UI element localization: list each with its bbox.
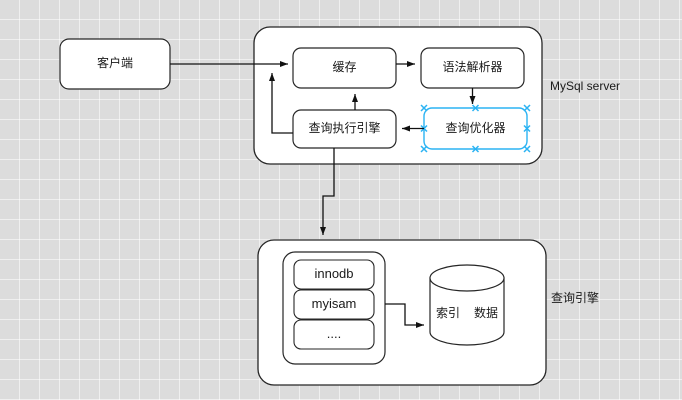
handle-n-icon — [471, 104, 480, 112]
handle-se-icon — [523, 145, 531, 153]
node-optimizer[interactable] — [423, 107, 528, 150]
node-client[interactable] — [59, 38, 171, 90]
handle-e-icon — [523, 124, 531, 133]
node-engine-innodb[interactable] — [293, 259, 375, 290]
handle-s-icon — [471, 145, 480, 153]
edge-executor-to-query-engine — [320, 148, 335, 235]
node-storage-cylinder[interactable] — [429, 264, 505, 346]
node-engine-more[interactable] — [293, 319, 375, 350]
query-engine-outside-label: 查询引擎 — [551, 291, 600, 305]
edge-executor-loop-to-entry — [269, 73, 293, 134]
node-engine-myisam[interactable] — [293, 289, 375, 320]
mysql-server-outside-label: MySql server — [550, 79, 621, 93]
handle-sw-icon — [420, 145, 428, 153]
node-executor[interactable] — [292, 109, 397, 149]
edge-engine-list-to-storage — [385, 303, 424, 328]
node-cache[interactable] — [292, 47, 397, 89]
handle-ne-icon — [523, 104, 531, 112]
handle-nw-icon — [420, 104, 428, 112]
node-parser[interactable] — [420, 47, 525, 89]
